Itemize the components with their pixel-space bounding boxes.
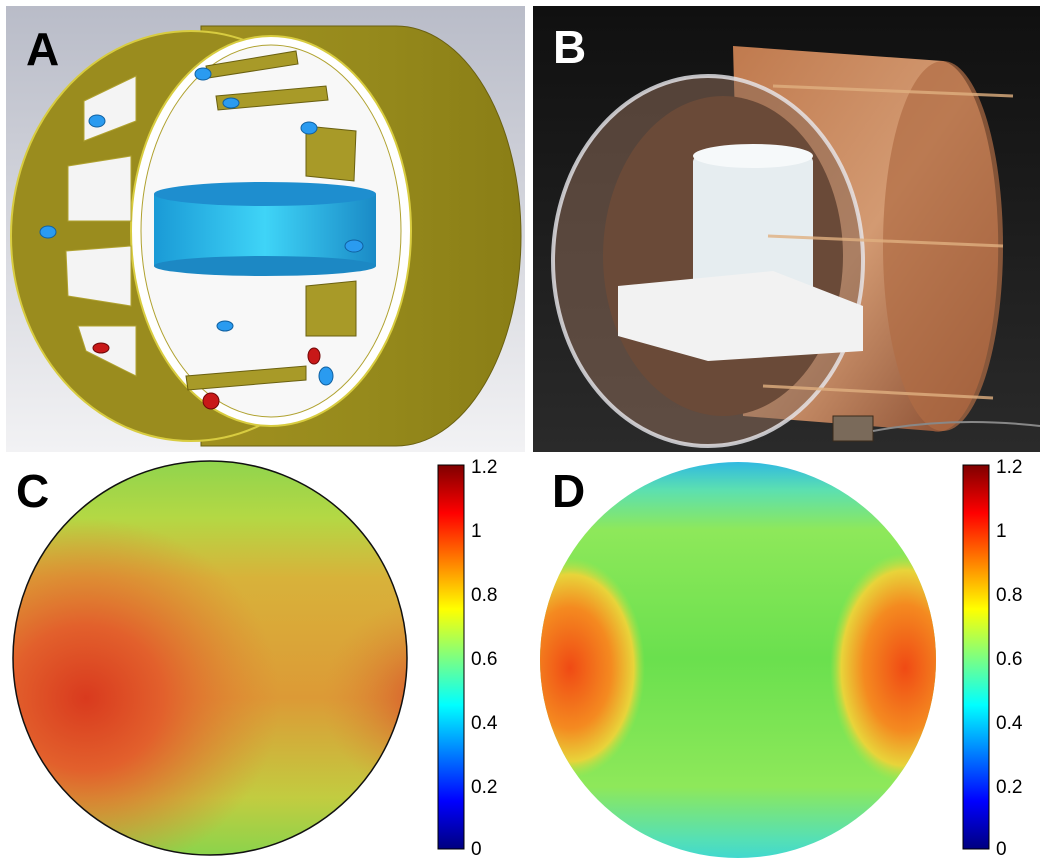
colorbar-d-tick-0: 0 bbox=[996, 839, 1007, 860]
colorbar-d: 1.2 1 0.8 0.6 0.4 0.2 0 bbox=[962, 458, 1046, 859]
colorbar-d-tick-1: 1 bbox=[996, 521, 1007, 542]
panel-b-label: B bbox=[553, 21, 587, 73]
colorbar-c-tick-0.6: 0.6 bbox=[471, 649, 498, 670]
panel-b-photo: B bbox=[533, 6, 1040, 452]
colorbar-c-tick-0.8: 0.8 bbox=[471, 585, 498, 606]
colorbar-d-tick-0.6: 0.6 bbox=[996, 649, 1023, 670]
simulated-field-map bbox=[12, 460, 408, 856]
colorbar-c-gradient bbox=[437, 464, 465, 850]
colorbar-d-tick-0.8: 0.8 bbox=[996, 585, 1023, 606]
colorbar-d-gradient bbox=[962, 464, 990, 850]
colorbar-d-tick-1.2: 1.2 bbox=[996, 457, 1023, 478]
colorbar-d-tick-0.2: 0.2 bbox=[996, 777, 1023, 798]
colorbar-c-tick-1.2: 1.2 bbox=[471, 457, 498, 478]
panel-d-label: D bbox=[552, 465, 586, 517]
colorbar-c-tick-0: 0 bbox=[471, 839, 482, 860]
panel-c-simulation-map: C bbox=[0, 458, 430, 858]
panel-a-cad-model: A bbox=[6, 6, 525, 452]
colorbar-c-tick-1: 1 bbox=[471, 521, 482, 542]
colorbar-c-tick-0.4: 0.4 bbox=[471, 713, 498, 734]
cad-coil-drawing bbox=[6, 6, 525, 452]
panel-d-measured-map: D bbox=[530, 458, 950, 859]
colorbar-c-tick-0.2: 0.2 bbox=[471, 777, 498, 798]
panel-c-label: C bbox=[16, 465, 50, 517]
colorbar-c: 1.2 1 0.8 0.6 0.4 0.2 0 bbox=[437, 458, 517, 859]
measured-field-map bbox=[540, 462, 936, 858]
panel-a-label: A bbox=[26, 23, 60, 75]
coil-photo-drawing bbox=[533, 6, 1040, 452]
colorbar-d-tick-0.4: 0.4 bbox=[996, 713, 1023, 734]
